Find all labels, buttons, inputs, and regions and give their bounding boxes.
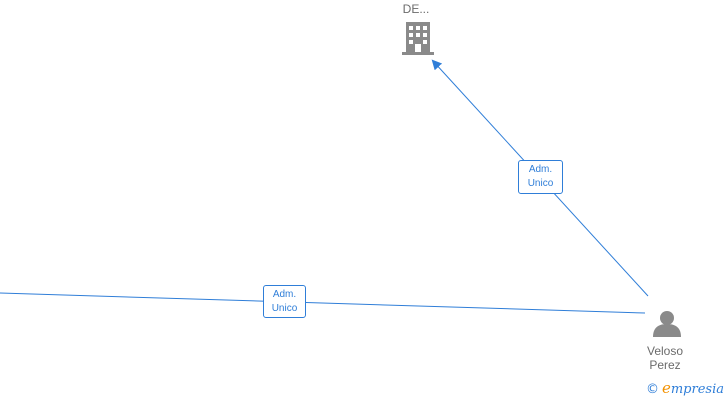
edge-label-company-role[interactable]: Adm. Unico <box>518 160 563 194</box>
edge-offscreen-to-person <box>0 292 646 314</box>
person-label[interactable]: Veloso Perez <box>635 344 695 372</box>
edge-label-line1: Adm. <box>272 289 297 300</box>
edge-label-offscreen-role[interactable]: Adm. Unico <box>263 285 306 318</box>
building-icon[interactable] <box>402 22 434 55</box>
edge-label-line1: Adm. <box>528 164 553 175</box>
brand-initial: e <box>661 379 671 397</box>
person-label-line2: Perez <box>649 358 681 372</box>
company-label[interactable]: DE... <box>402 2 430 16</box>
person-icon[interactable] <box>653 311 681 337</box>
brand-name: mpresia <box>670 382 724 397</box>
edge-label-line2: Unico <box>527 178 554 189</box>
empresia-watermark: ©empresia <box>646 379 724 397</box>
person-label-line1: Veloso <box>646 344 684 358</box>
edge-label-line2: Unico <box>271 303 298 314</box>
copyright-icon: © <box>645 382 659 397</box>
